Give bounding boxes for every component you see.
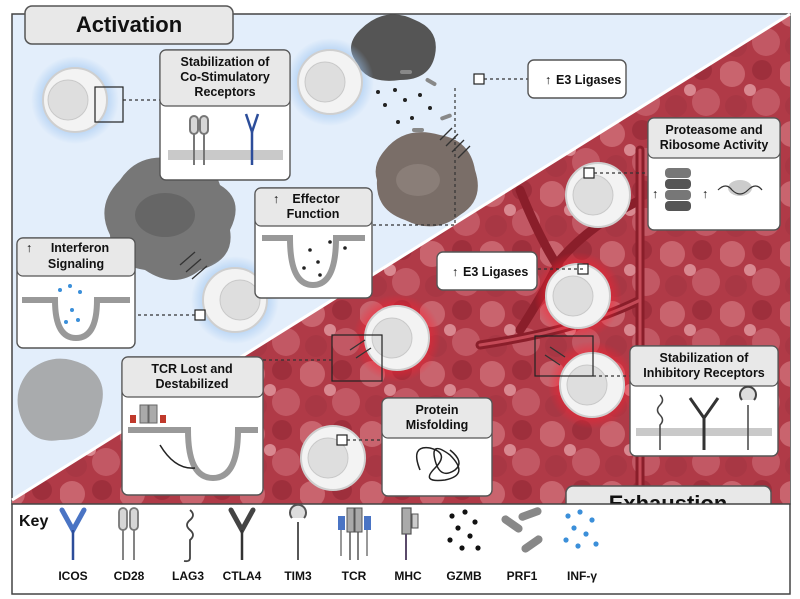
misfolded-protein-icon (415, 446, 460, 482)
exhausted-t-cell-5 (548, 341, 636, 429)
key-label-ctla4: CTLA4 (223, 569, 262, 583)
tcr-icon (338, 507, 371, 560)
costim-box: Stabilization of Co-Stimulatory Receptor… (159, 49, 291, 181)
key-label-gzmb: GZMB (446, 569, 482, 583)
proteasome-icon (665, 168, 691, 211)
svg-text:↑: ↑ (26, 241, 32, 255)
t-cell-bottom-left (191, 256, 279, 344)
gzmb-icon (447, 509, 481, 551)
svg-text:↑: ↑ (452, 265, 458, 279)
t-cell-top-mid (286, 38, 374, 126)
costim-line-1: Stabilization of (181, 55, 271, 69)
e3-top-label: E3 Ligases (556, 73, 621, 87)
granule-dots (376, 88, 432, 124)
mhc-icon (401, 507, 419, 560)
zoom-square (331, 334, 383, 382)
tcr-box: TCR Lost and Destabilized (121, 356, 264, 496)
exhausted-t-cell-1 (565, 162, 631, 228)
zoom-marker (583, 167, 595, 179)
activation-title: Activation (76, 12, 182, 37)
tcr-line-2: Destabilized (156, 377, 229, 391)
perforin-bars (400, 70, 452, 132)
connector-lines (123, 78, 648, 441)
apc-cell-center (375, 132, 478, 227)
tim3-icon (289, 503, 307, 560)
misfolding-line-2: Misfolding (406, 418, 469, 432)
synapse-receptors (179, 127, 566, 366)
inhibitory-line-1: Stabilization of (660, 351, 750, 365)
zoom-square (534, 335, 594, 377)
zoom-marker (336, 434, 348, 446)
effector-line-1: Effector (292, 192, 339, 206)
key-label-tim3: TIM3 (284, 569, 312, 583)
activation-tab: Activation (24, 5, 234, 45)
proteasome-box: Proteasome and Ribosome Activity ↑ ↑ (647, 117, 781, 231)
apc-cell-lower-left (17, 358, 103, 441)
inhibitory-line-2: Inhibitory Receptors (643, 366, 765, 380)
infg-icon (563, 509, 599, 549)
ctla4-icon (228, 507, 256, 560)
key-label-icos: ICOS (58, 569, 87, 583)
misfolding-box: Protein Misfolding (381, 397, 493, 497)
e3-ligases-top-box: ↑ E3 Ligases (527, 59, 627, 99)
key-label-cd28: CD28 (114, 569, 145, 583)
key-label-mhc: MHC (394, 569, 422, 583)
zoom-marker (194, 309, 206, 321)
interferon-box: ↑ Interferon Signaling (16, 237, 136, 349)
misfolding-line-1: Protein (415, 403, 458, 417)
key-panel: Key (11, 503, 791, 595)
key-label-prf1: PRF1 (507, 569, 538, 583)
key-label-infg: INF-γ (567, 569, 597, 583)
costim-line-3: Receptors (194, 85, 255, 99)
key-label-lag3: LAG3 (172, 569, 204, 583)
e3-ligases-mid-box: ↑ E3 Ligases (436, 251, 538, 291)
prf1-icon (501, 507, 543, 553)
svg-text:↑: ↑ (273, 192, 279, 206)
interferon-line-1: Interferon (51, 241, 109, 255)
apc-cell-top (351, 14, 436, 81)
costim-line-2: Co-Stimulatory (180, 70, 270, 84)
tcr-line-1: TCR Lost and (151, 362, 232, 376)
key-label-tcr: TCR (342, 569, 367, 583)
zoom-square (94, 86, 124, 123)
zoom-marker (473, 73, 485, 85)
proteasome-line-2: Ribosome Activity (660, 138, 769, 152)
ribosome-icon (717, 180, 763, 196)
interferon-line-2: Signaling (48, 257, 104, 271)
proteasome-line-1: Proteasome and (665, 123, 762, 137)
key-title: Key (19, 513, 48, 530)
exhausted-t-cell-3 (353, 294, 441, 382)
effector-line-2: Function (287, 207, 340, 221)
cd28-icon (118, 507, 139, 560)
svg-text:↑: ↑ (545, 73, 551, 87)
exhausted-t-cell-4 (300, 425, 366, 491)
icos-icon (59, 507, 87, 560)
apc-cell-left (104, 157, 236, 280)
svg-text:↑: ↑ (652, 187, 658, 201)
t-cell-top-left (31, 56, 119, 144)
e3-mid-label: E3 Ligases (463, 265, 528, 279)
effector-box: ↑ Effector Function (254, 187, 373, 299)
inhibitory-box: Stabilization of Inhibitory Receptors (629, 345, 779, 457)
lag3-icon (183, 509, 194, 563)
svg-text:↑: ↑ (702, 187, 708, 201)
